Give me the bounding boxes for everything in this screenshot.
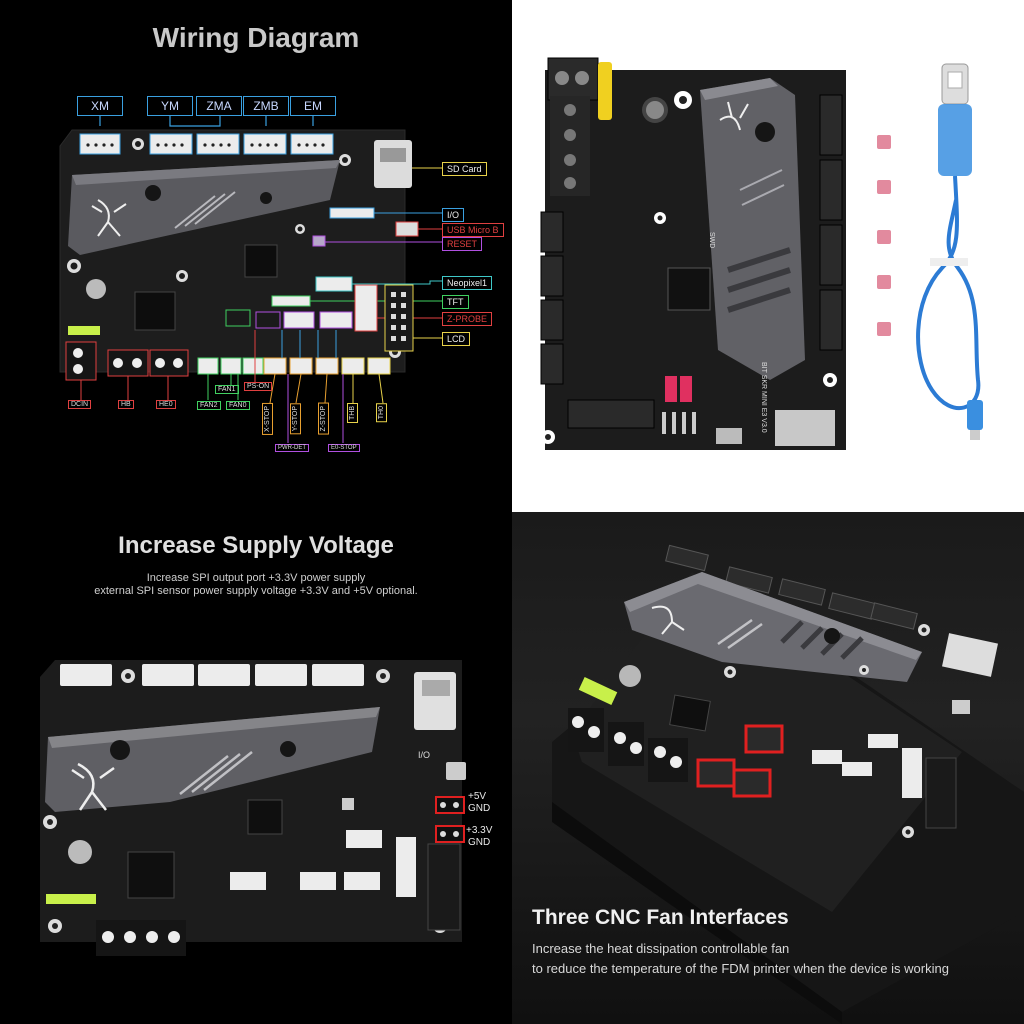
label-ym: YM (147, 96, 193, 116)
label-gnd-1: GND (468, 803, 491, 814)
fan-interfaces-panel: Three CNC Fan Interfaces Increase the he… (512, 512, 1024, 1024)
label-ps-on: PS-ON (244, 382, 273, 391)
label-he0: HE0 (156, 400, 176, 409)
label-fan1: FAN1 (215, 385, 239, 394)
label-plus-3v3: +3.3V (466, 825, 493, 836)
label-y-stop: Y-STOP (290, 403, 301, 435)
label-sd-card: SD Card (442, 162, 487, 176)
label-pwr-det: PWR-DET (275, 444, 309, 452)
label-x-stop: X-STOP (262, 403, 273, 435)
label-zma: ZMA (196, 96, 242, 116)
label-usb-micro-b: USB Micro B (442, 223, 504, 237)
fan-interfaces-desc-1: Increase the heat dissipation controllab… (532, 941, 790, 956)
wiring-diagram-leader-lines (59, 116, 442, 443)
label-e0-stop: E0-STOP (328, 444, 360, 452)
label-reset: RESET (442, 237, 483, 251)
label-tft: TFT (442, 295, 469, 309)
label-xm: XM (77, 96, 123, 116)
fan-interfaces-desc-2: to reduce the temperature of the FDM pri… (532, 961, 949, 976)
label-zmb: ZMB (243, 96, 289, 116)
label-th0: TH0 (376, 403, 387, 423)
label-thb: THB (347, 403, 358, 423)
label-fan2: FAN2 (197, 401, 221, 410)
swd-text: SWD (708, 232, 715, 249)
label-em: EM (290, 96, 336, 116)
label-fan0: FAN0 (226, 401, 250, 410)
supply-voltage-subtitle-2: external SPI sensor power supply voltage… (94, 585, 418, 597)
silkscreen-text: BIT SKR MINI E3 V3.0 (760, 362, 767, 433)
fan-interfaces-title: Three CNC Fan Interfaces (532, 906, 789, 929)
label-hb: HB (118, 400, 134, 409)
supply-voltage-panel: Increase Supply Voltage Increase SPI out… (0, 512, 512, 1024)
label-dcin: DCIN (68, 400, 92, 409)
label-lcd: LCD (442, 332, 471, 346)
supply-voltage-subtitle-1: Increase SPI output port +3.3V power sup… (146, 572, 366, 584)
wiring-diagram-panel: Wiring Diagram XM YM ZMA ZMB EM (0, 0, 512, 512)
label-gnd-2: GND (468, 837, 491, 848)
label-neopixel1: Neopixel1 (442, 276, 493, 290)
label-plus-5v: +5V (468, 791, 487, 802)
wiring-diagram-title: Wiring Diagram (152, 22, 360, 53)
label-io: I/O (442, 208, 465, 222)
fan-board-photo (552, 544, 1024, 1024)
supply-voltage-board (40, 660, 466, 956)
product-photo-panel: BIT SKR MINI E3 V3.0 SWD (512, 0, 1024, 512)
label-z-probe: Z-PROBE (442, 312, 493, 326)
supply-voltage-title: Increase Supply Voltage (118, 532, 394, 559)
board-photo (540, 57, 983, 450)
label-io-small: I/O (418, 750, 431, 760)
label-z-stop: Z-STOP (318, 403, 329, 435)
